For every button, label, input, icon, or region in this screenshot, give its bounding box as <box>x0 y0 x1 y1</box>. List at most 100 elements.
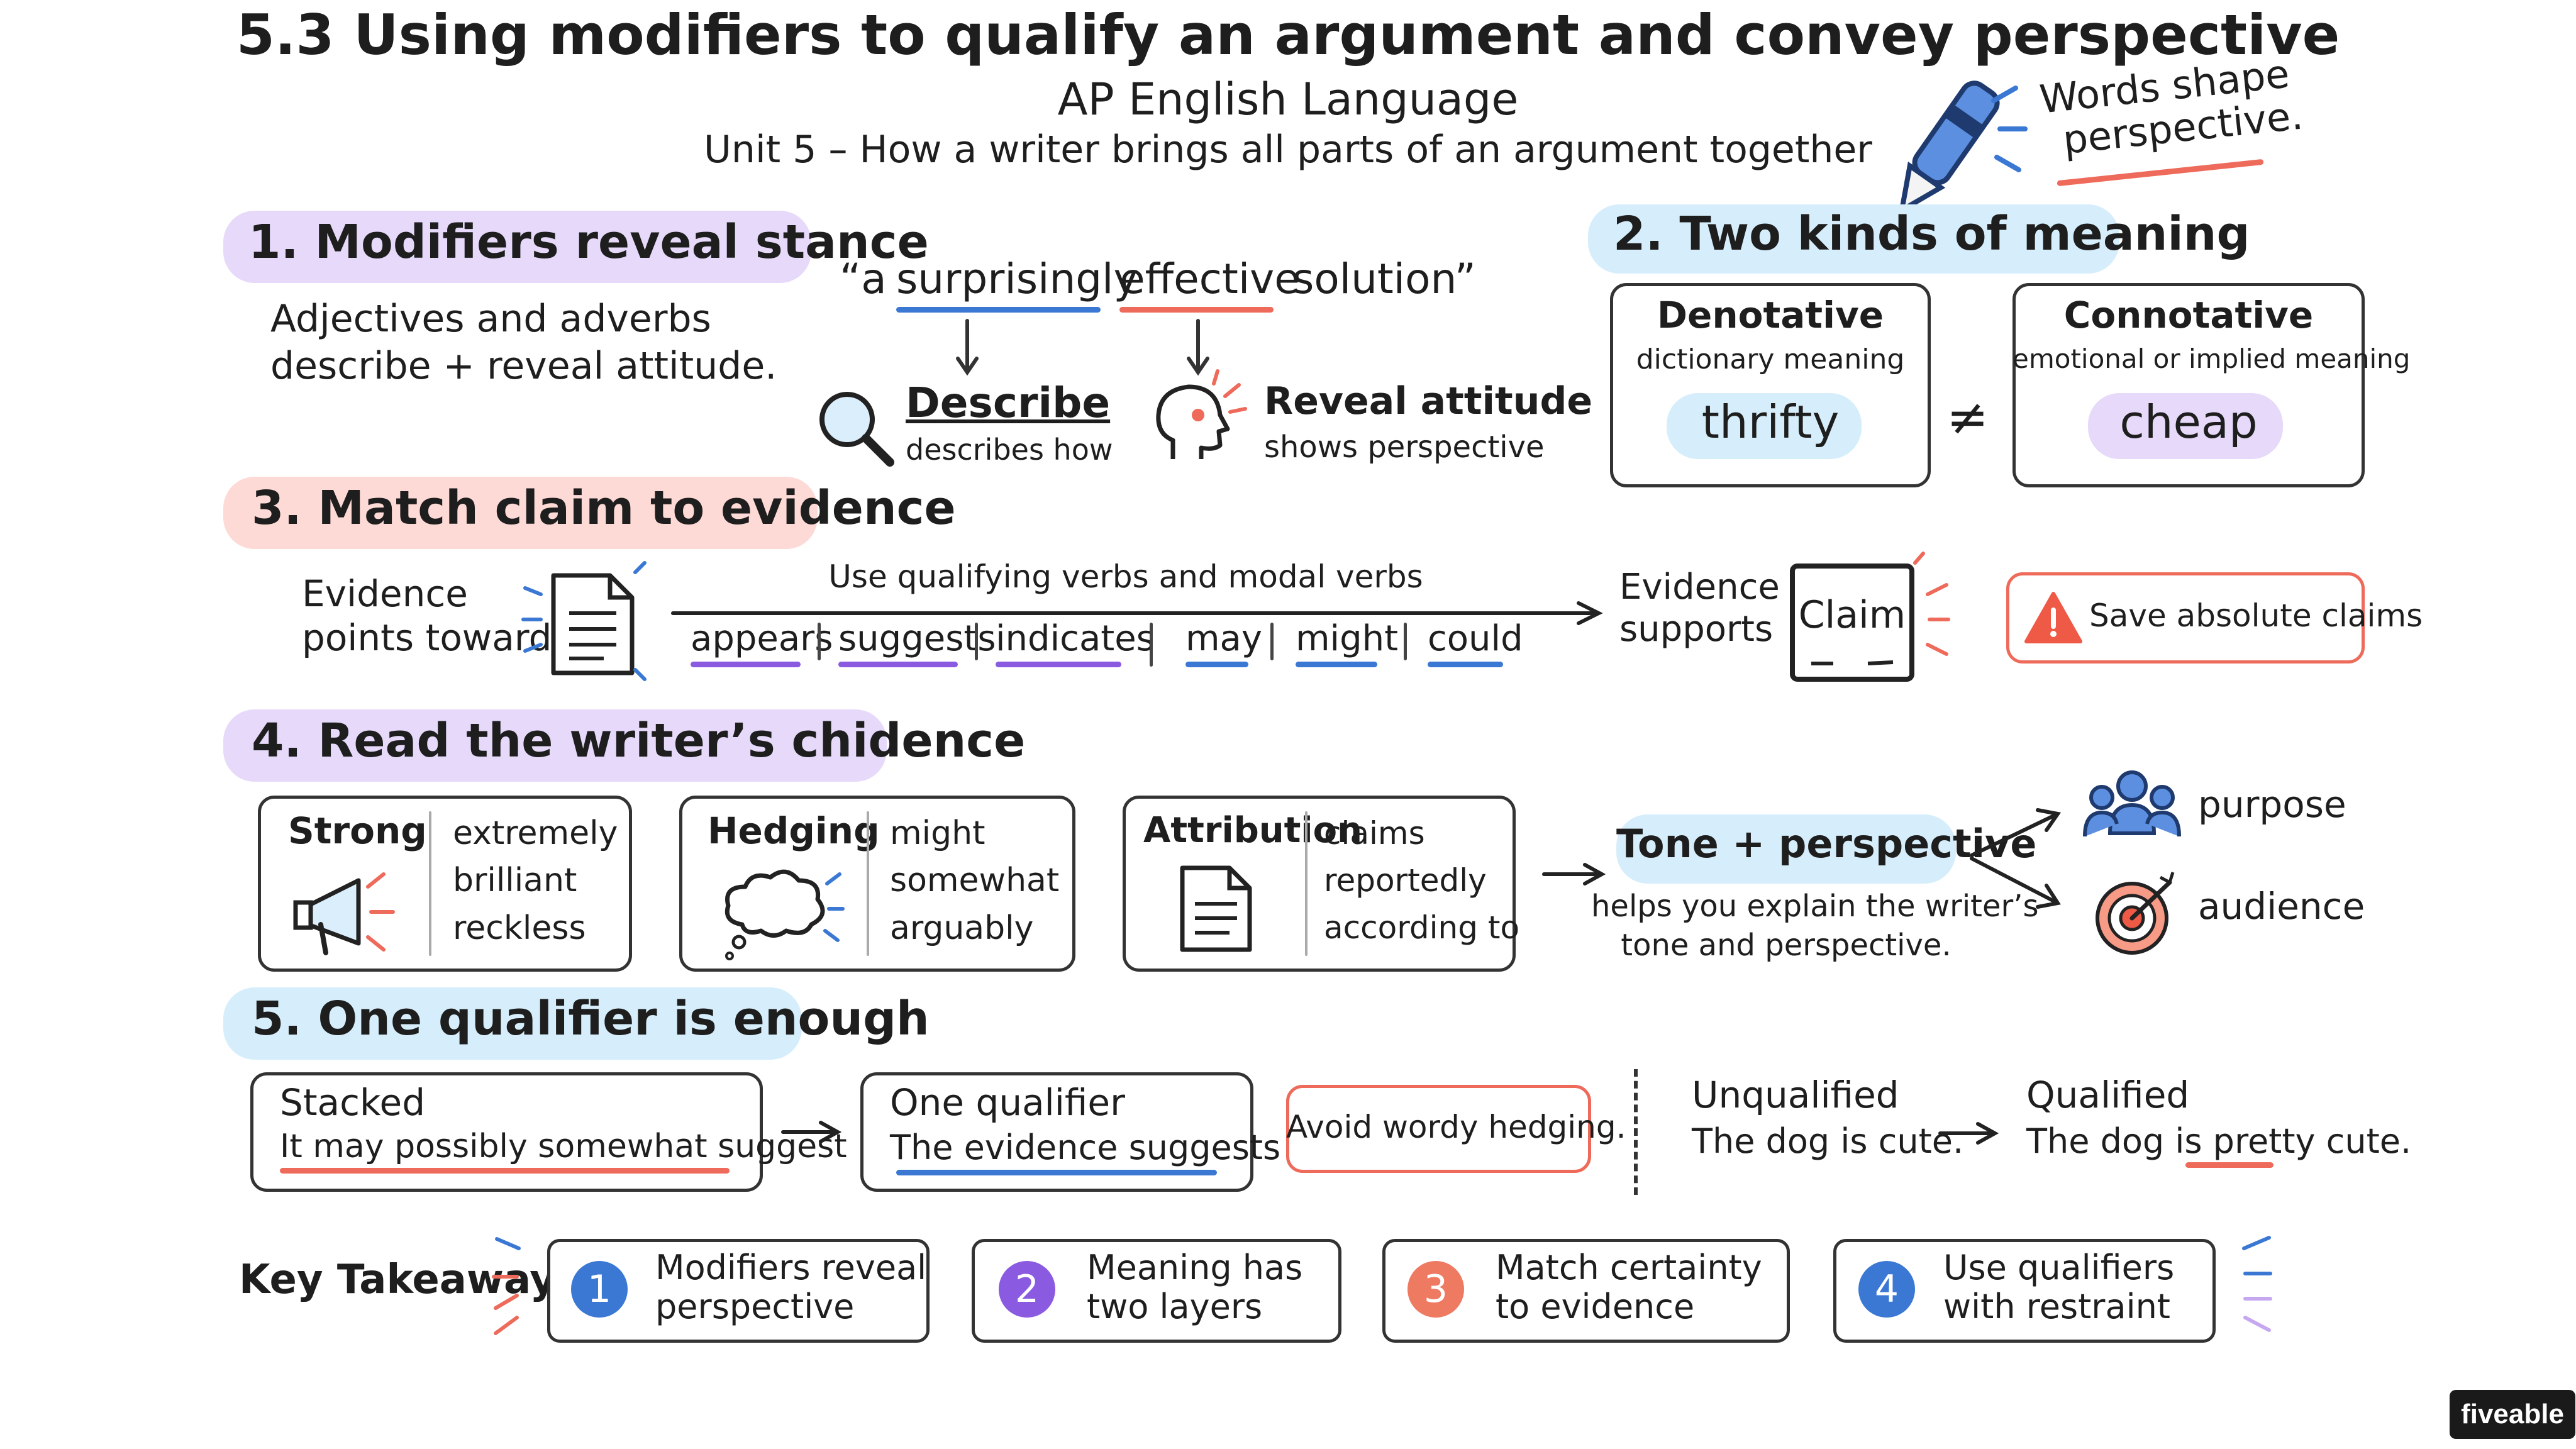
one-qualifier-text: The evidence suggests <box>890 1128 1281 1167</box>
takeaway-2-line1: Meaning has <box>1087 1248 1303 1287</box>
might-underline <box>1296 662 1377 667</box>
not-equal-sign: ≠ <box>1946 388 1989 447</box>
arrow-unqualified-to-qualified <box>1938 1122 1999 1145</box>
verb-divider-2 <box>975 623 978 660</box>
qualified-text: The dog is pretty cute. <box>2026 1123 2411 1160</box>
tone-sub: helps you explain the writer’s tone and … <box>1591 887 2039 965</box>
section4-heading: 4. Read the writer’s chidence <box>252 714 1026 768</box>
takeaways-label: Key Takeaways: <box>239 1257 596 1303</box>
claim-card-icon <box>1790 552 1950 682</box>
audience-label: audience <box>2198 885 2365 928</box>
quote-word-effective: effective <box>1119 255 1300 303</box>
qualified-pre: The dog is <box>2026 1121 2202 1161</box>
hedging-divider <box>867 811 869 956</box>
attribution-divider <box>1305 811 1307 956</box>
pretty-underline <box>2185 1162 2273 1168</box>
section1-highlight <box>223 211 811 283</box>
denotative-sub: dictionary meaning <box>1636 343 1905 375</box>
verb-divider-1 <box>818 623 821 660</box>
takeaway-3-line2: to evidence <box>1496 1287 1695 1327</box>
page-title: 5.3 Using modifiers to qualify an argume… <box>236 3 2340 67</box>
down-arrow-describe <box>956 319 979 376</box>
reveal-label: Reveal attitude <box>1264 379 1593 423</box>
takeaways-accent-right <box>2242 1236 2272 1332</box>
takeaways-accent-left <box>492 1237 521 1335</box>
qualified-word: pretty <box>2212 1121 2316 1161</box>
verb-could: could <box>1428 618 1523 659</box>
takeaway-number-3: 3 <box>1407 1261 1464 1318</box>
attribution-words: claims reportedly according to <box>1324 810 1519 952</box>
warning-icon <box>2024 592 2082 643</box>
takeaway-2-line2: two layers <box>1087 1287 1263 1327</box>
qualified-title: Qualified <box>2026 1074 2190 1116</box>
stacked-text: It may possibly somewhat suggest <box>280 1128 847 1165</box>
takeaway-4-line1: Use qualifiers <box>1943 1248 2175 1287</box>
pen-icon <box>1898 80 2028 216</box>
section1-heading: 1. Modifiers reveal stance <box>248 215 929 269</box>
takeaway-4-line2: with restraint <box>1943 1287 2170 1327</box>
dashed-divider <box>1634 1069 1638 1195</box>
target-icon <box>2096 872 2175 955</box>
strong-word-2: brilliant <box>453 862 577 900</box>
cheap-highlight <box>2088 393 2283 459</box>
arrow-label: Use qualifying verbs and modal verbs <box>828 558 1423 595</box>
effective-underline <box>1119 307 1274 313</box>
section1-description: Adjectives and adverbs describe + reveal… <box>270 296 777 390</box>
takeaway-1-line2: perspective <box>655 1287 855 1327</box>
connotative-sub: emotional or implied meaning <box>2012 343 2411 374</box>
section4-highlight <box>223 709 887 782</box>
connotative-title: Connotative <box>2063 294 2314 336</box>
quote-close: solution” <box>1292 255 1476 303</box>
attribution-word-2: reportedly <box>1324 862 1487 899</box>
evidence-line1: Evidence <box>302 572 468 615</box>
stacked-underline <box>280 1168 730 1174</box>
claim-label: Claim <box>1798 593 1906 637</box>
section3-highlight <box>223 477 818 549</box>
long-arrow <box>671 601 1603 625</box>
down-arrow-reveal <box>1187 319 1209 376</box>
appears-underline <box>691 662 801 667</box>
hedging-word-1: might <box>890 814 985 852</box>
tone-highlight <box>1616 814 1956 884</box>
document-icon-attribution <box>1180 865 1252 952</box>
takeaway-text-2: Meaning has two layers <box>1087 1248 1302 1326</box>
describe-sub: describes how <box>906 433 1113 467</box>
takeaway-text-4: Use qualifiers with restraint <box>1943 1248 2174 1326</box>
verb-appears: appears <box>691 618 833 659</box>
verb-divider-5 <box>1404 623 1407 660</box>
verb-divider-3 <box>1150 623 1153 667</box>
verb-divider-4 <box>1270 623 1274 660</box>
one-qualifier-title: One qualifier <box>890 1081 1125 1124</box>
connotative-word: cheap <box>2119 396 2258 448</box>
hedging-words: might somewhat arguably <box>890 810 1059 952</box>
thrifty-highlight <box>1667 393 1862 459</box>
magnifier-icon <box>819 392 894 467</box>
tone-sub-line1: helps you explain the writer’s <box>1591 889 2039 924</box>
avoid-box <box>1286 1085 1591 1173</box>
takeaway-1-line1: Modifiers reveal <box>655 1248 927 1287</box>
section2-highlight <box>1588 204 2119 274</box>
may-underline <box>1185 662 1248 667</box>
verb-may: may <box>1185 618 1263 659</box>
hedging-title: Hedging <box>708 809 880 852</box>
evidence-points: Evidence points toward <box>302 572 552 660</box>
verb-might: might <box>1296 618 1399 659</box>
indicates-underline <box>996 662 1121 667</box>
takeaway-text-1: Modifiers reveal perspective <box>655 1248 926 1326</box>
tone-sub-line2: tone and perspective. <box>1621 928 1951 963</box>
section2-heading: 2. Two kinds of meaning <box>1613 207 2250 261</box>
qualified-post: cute. <box>2326 1121 2412 1161</box>
verb-indicates: indicates <box>996 618 1155 659</box>
takeaway-text-3: Match certainty to evidence <box>1496 1248 1762 1326</box>
attribution-word-1: claims <box>1324 815 1425 852</box>
section5-highlight <box>223 987 802 1060</box>
one-qualifier-underline <box>896 1170 1217 1175</box>
evidence-supports: Evidence supports <box>1619 566 1780 650</box>
arrow-to-tone <box>1542 863 1606 886</box>
quote-word-surprisingly: surprisingly <box>896 255 1138 303</box>
strong-word-3: reckless <box>453 909 586 947</box>
thought-cloud-icon <box>724 869 845 960</box>
section1-desc-line2: describe + reveal attitude. <box>270 344 777 388</box>
tone-label: Tone + perspective <box>1616 821 2037 867</box>
section3-heading: 3. Match claim to evidence <box>252 481 956 535</box>
